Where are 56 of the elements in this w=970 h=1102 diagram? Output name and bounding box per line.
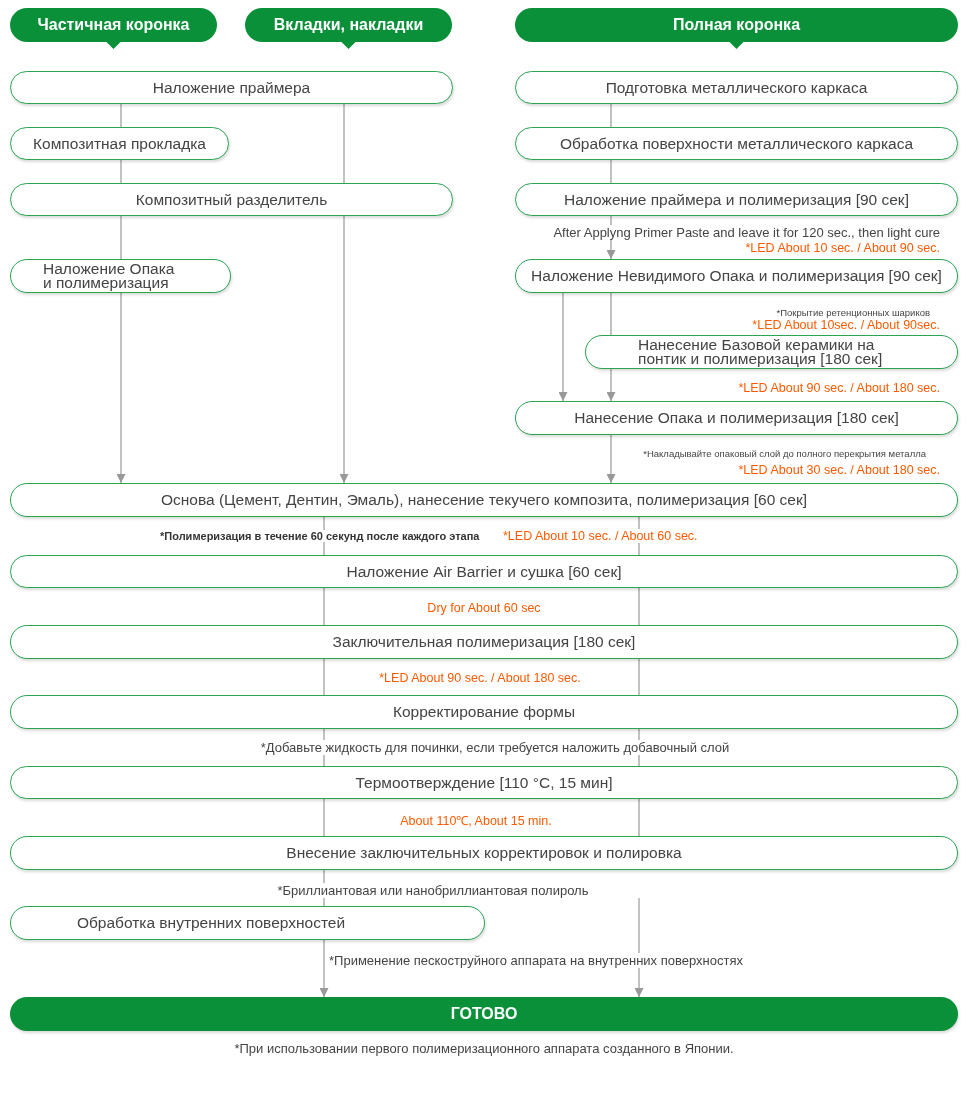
connector-line <box>638 658 640 696</box>
process-step: Наложение праймера <box>10 71 453 104</box>
timing-note: *LED About 10 sec. / About 60 sec. <box>501 529 700 543</box>
process-step: Наложение праймера и полимеризация [90 сек] <box>515 183 958 216</box>
process-step: Наложение Опака и полимеризация <box>10 259 231 293</box>
arrow <box>319 939 329 998</box>
process-step: Заключительная полимеризация [180 сек] <box>10 625 958 659</box>
connector-line <box>323 658 325 696</box>
footnote: After Applyng Primer Paste and leave it for 120 sec., then light cure <box>551 225 942 240</box>
process-step: Подготовка металлического каркаса <box>515 71 958 104</box>
footnote: *Бриллиантовая или нанобриллиантовая полироль <box>275 883 591 898</box>
arrow <box>339 215 349 484</box>
process-step: Композитная прокладка <box>10 127 229 160</box>
arrow <box>606 434 616 484</box>
process-step: Термоотверждение [110 °C, 15 мин] <box>10 766 958 799</box>
footnote: *Покрытие ретенционных шариков <box>774 307 932 318</box>
footnote: *Применение пескоструйного аппарата на внутренних поверхностях <box>327 953 745 968</box>
timing-note: *LED About 10 sec. / About 90 sec. <box>743 241 942 255</box>
connector-line <box>343 103 345 184</box>
category-title: Вкладки, накладки <box>273 16 424 34</box>
category-title: Частичная коронка <box>37 16 190 34</box>
footnote: *Полимеризация в течение 60 секунд после каждого этапа <box>158 530 482 542</box>
arrow <box>116 292 126 484</box>
timing-note: About 110℃, About 15 min. <box>398 814 554 828</box>
process-step: Обработка поверхности металлического каркаса <box>515 127 958 160</box>
process-step: Нанесение Опака и полимеризация [180 сек] <box>515 401 958 435</box>
connector-line <box>120 215 122 260</box>
timing-note: *LED About 90 sec. / About 180 sec. <box>736 381 942 395</box>
arrow <box>558 292 568 402</box>
process-step: Композитный разделитель <box>10 183 453 216</box>
process-step: Наложение Невидимого Опака и полимеризация [90 сек] <box>515 259 958 293</box>
connector-line <box>120 159 122 184</box>
footnote: *Добавьте жидкость для починки, если требуется наложить добавочный слой <box>258 740 732 755</box>
connector-line <box>323 798 325 837</box>
done-bar: ГОТОВО <box>10 997 958 1031</box>
timing-note: Dry for About 60 sec <box>425 601 543 615</box>
connector-line <box>638 798 640 837</box>
process-step: Нанесение Базовой керамики на понтик и полимеризация [180 сек] <box>585 335 958 369</box>
footnote: *При использовании первого полимеризационного аппарата созданного в Японии. <box>232 1041 736 1056</box>
timing-note: *LED About 30 sec. / About 180 sec. <box>736 463 942 477</box>
connector-line <box>120 103 122 128</box>
connector-line <box>610 159 612 184</box>
connector-line <box>610 103 612 128</box>
process-step: Корректирование формы <box>10 695 958 729</box>
connector-line <box>323 587 325 626</box>
process-step: Обработка внутренних поверхностей <box>10 906 485 940</box>
arrow <box>606 368 616 402</box>
process-step: Внесение заключительных корректировок и полировка <box>10 836 958 870</box>
footnote: *Накладывайте опаковый слой до полного перекрытия металла <box>641 448 928 459</box>
timing-note: *LED About 10sec. / About 90sec. <box>750 318 942 332</box>
connector-line <box>638 587 640 626</box>
category-title: Полная коронка <box>672 16 801 34</box>
process-step: Основа (Цемент, Дентин, Эмаль), нанесение текучего композита, полимеризация [60 сек] <box>10 483 958 517</box>
timing-note: *LED About 90 sec. / About 180 sec. <box>377 671 583 685</box>
process-step: Наложение Air Barrier и сушка [60 сек] <box>10 555 958 588</box>
connector-line <box>610 292 612 336</box>
